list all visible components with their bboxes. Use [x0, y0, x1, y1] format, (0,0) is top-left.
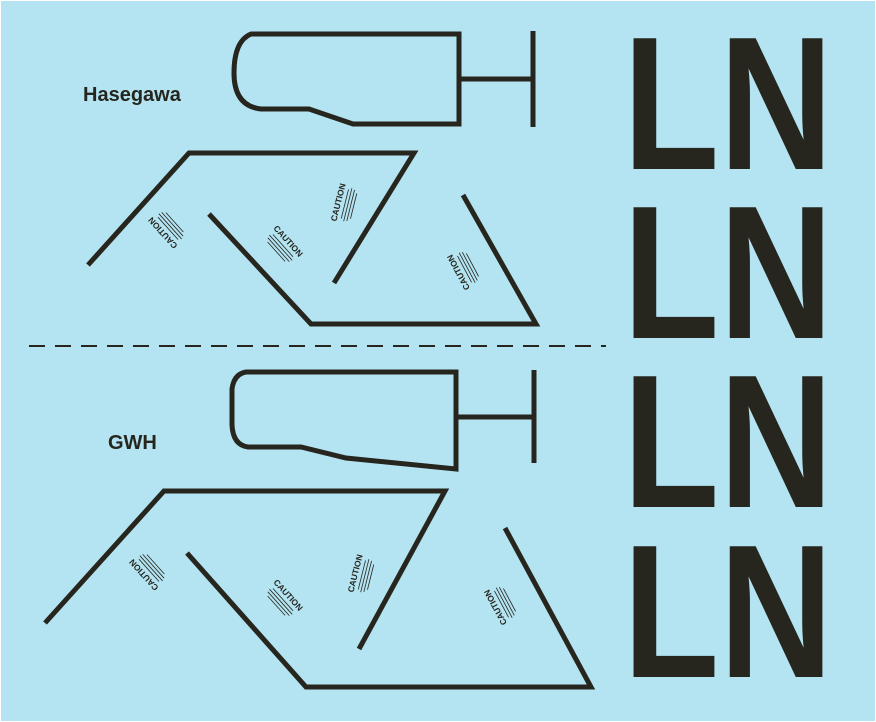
code-letters: LN: [623, 336, 833, 548]
caution-label: CAUTION: [127, 557, 160, 592]
caution-stencil: CAUTION: [127, 554, 165, 593]
code-letters: LN: [623, 1, 833, 210]
caution-stencil: CAUTION: [146, 212, 184, 251]
caution-label: CAUTION: [445, 253, 472, 292]
walkway-line-outer: [43, 488, 450, 651]
caution-stencil: CAUTION: [445, 251, 479, 292]
caution-stencil: CAUTION: [482, 586, 516, 627]
code-letters: LN: [623, 506, 833, 718]
caution-label: CAUTION: [482, 588, 509, 627]
drop-tank-outline: [231, 31, 462, 127]
caution-label: CAUTION: [272, 577, 305, 612]
caution-label: CAUTION: [146, 215, 179, 250]
caution-stencil: CAUTION: [329, 182, 358, 222]
caution-stencil: CAUTION: [267, 577, 305, 616]
walkway-line-inner: [207, 193, 541, 327]
drop-tank-outline: [229, 369, 459, 472]
code-letters: LN: [623, 167, 833, 379]
caution-stencil: CAUTION: [346, 553, 375, 593]
maker-label-hasegawa: Hasegawa: [83, 84, 181, 106]
caution-stencil: CAUTION: [267, 223, 305, 262]
walkway-line-inner: [185, 526, 596, 690]
walkway-line-outer: [86, 150, 419, 285]
caution-label: CAUTION: [272, 223, 305, 258]
maker-label-gwh: GWH: [108, 432, 157, 454]
